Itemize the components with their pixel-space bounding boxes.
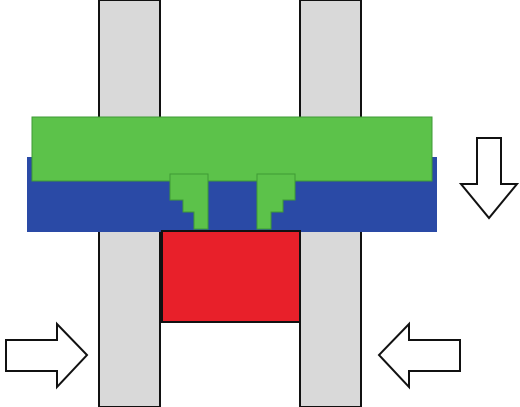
top-plate — [31, 116, 433, 182]
arrow-right-icon — [5, 321, 89, 390]
left-column-upper — [98, 0, 161, 119]
red-block — [161, 230, 301, 323]
left-column-lower — [98, 229, 161, 407]
right-column-lower — [299, 229, 362, 407]
right-stepped-peg — [256, 173, 296, 230]
arrow-left-icon — [377, 321, 461, 390]
left-stepped-peg — [169, 173, 209, 230]
arrow-down-icon — [458, 137, 520, 220]
right-column-upper — [299, 0, 362, 119]
